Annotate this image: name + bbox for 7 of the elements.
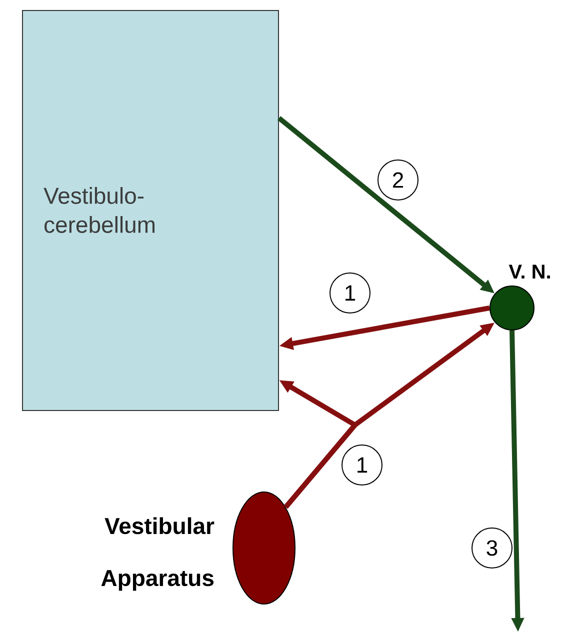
circled-number: 1: [342, 444, 382, 486]
circled-number: 2: [378, 160, 418, 200]
nucleus-label: V. N.: [508, 264, 550, 278]
box-label: Vestibulo- cerebellum: [44, 187, 154, 233]
circled-number: 1: [330, 272, 370, 314]
circled-number: 3: [472, 528, 512, 568]
apparatus-label: Vestibular Apparatus: [101, 517, 214, 591]
